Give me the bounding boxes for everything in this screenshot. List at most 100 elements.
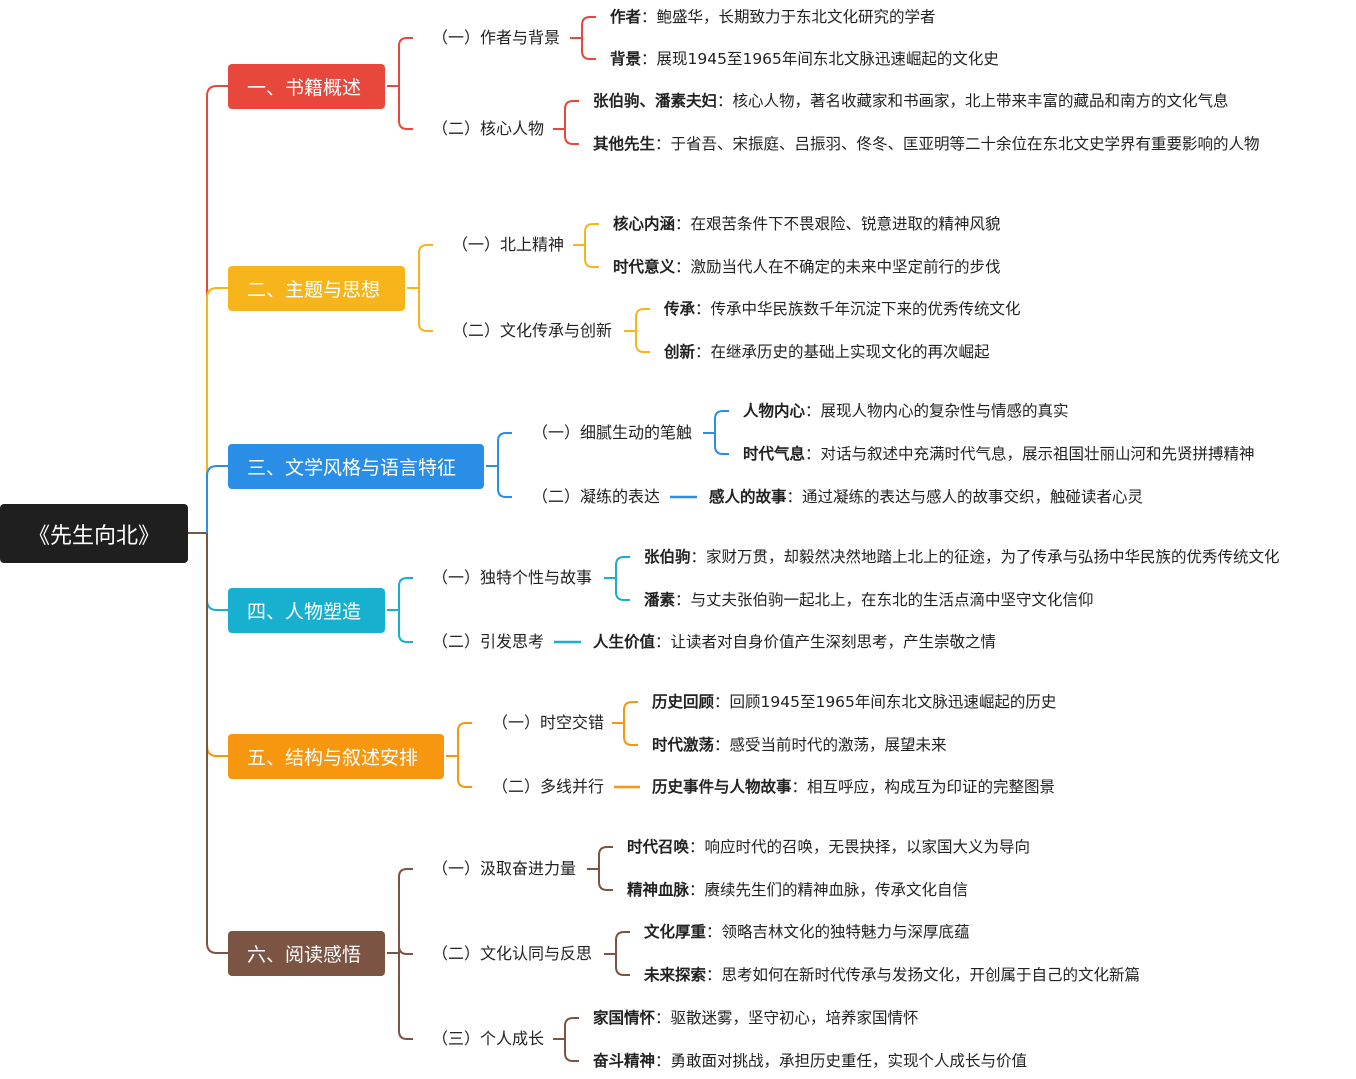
leaf-node-1-1-2[interactable]: 背景：展现1945至1965年间东北文脉迅速崛起的文化史 xyxy=(610,48,1310,70)
sub-1-1-bracket-arm xyxy=(581,38,596,60)
leaf-text: ：传承中华民族数千年沉淀下来的优秀传统文化 xyxy=(695,300,1021,318)
leaf-text: ：让读者对自身价值产生深刻思考，产生崇敬之情 xyxy=(655,633,997,651)
sub-1-2-bracket-arm xyxy=(564,100,579,129)
sub-node-5-1[interactable]: （一）时空交错 xyxy=(492,713,605,732)
sub-node-3-2[interactable]: （二）凝练的表达 xyxy=(532,487,661,506)
sub-3-1-bracket-arm xyxy=(714,433,729,455)
sub-4-1-bracket-arm xyxy=(615,556,630,578)
branch-1-bracket-arm xyxy=(398,86,413,130)
sub-node-1-2[interactable]: （二）核心人物 xyxy=(432,119,545,138)
branch-1-bracket-arm xyxy=(398,37,413,86)
sub-6-3-bracket-arm xyxy=(564,1039,579,1062)
branch-2-bracket-arm xyxy=(418,244,433,288)
leaf-text: ：鲍盛华，长期致力于东北文化研究的学者 xyxy=(641,8,936,26)
branch-3-bracket-arm xyxy=(497,466,512,498)
sub-4-1-bracket-arm xyxy=(615,578,630,601)
sub-6-1-bracket-arm xyxy=(598,846,613,869)
leaf-node-3-2-1[interactable]: 感人的故事：通过凝练的表达与感人的故事交织，触碰读者心灵 xyxy=(709,486,1349,508)
branch-node-1[interactable]: 一、书籍概述 xyxy=(228,64,385,109)
leaf-text: ：思考如何在新时代传承与发扬文化，开创属于自己的文化新篇 xyxy=(706,966,1141,984)
leaf-node-1-2-1[interactable]: 张伯驹、潘素夫妇：核心人物，著名收藏家和书画家，北上带来丰富的藏品和南方的文化气… xyxy=(593,90,1313,112)
sub-5-1-bracket-arm xyxy=(623,701,638,723)
sub-2-1-bracket-arm xyxy=(584,245,599,268)
sub-node-4-2[interactable]: （二）引发思考 xyxy=(432,632,545,651)
leaf-node-5-1-1[interactable]: 历史回顾：回顾1945至1965年间东北文脉迅速崛起的历史 xyxy=(652,691,1350,713)
leaf-key: 人生价值 xyxy=(593,633,656,651)
leaf-node-2-2-1[interactable]: 传承：传承中华民族数千年沉淀下来的优秀传统文化 xyxy=(664,298,1344,320)
leaf-key: 时代激荡 xyxy=(652,736,715,754)
sub-node-3-1[interactable]: （一）细腻生动的笔触 xyxy=(532,423,693,442)
sub-node-6-3[interactable]: （三）个人成长 xyxy=(432,1029,545,1048)
leaf-node-6-1-1[interactable]: 时代召唤：响应时代的召唤，无畏抉择，以家国大义为导向 xyxy=(627,836,1327,858)
leaf-text: ：通过凝练的表达与感人的故事交织，触碰读者心灵 xyxy=(786,488,1144,506)
sub-node-1-1[interactable]: （一）作者与背景 xyxy=(432,28,561,47)
leaf-node-1-2-2[interactable]: 其他先生：于省吾、宋振庭、吕振羽、佟冬、匡亚明等二十余位在东北文史学界有重要影响… xyxy=(593,133,1313,155)
leaf-node-3-1-1[interactable]: 人物内心：展现人物内心的复杂性与情感的真实 xyxy=(743,400,1343,422)
leaf-text: ：在继承历史的基础上实现文化的再次崛起 xyxy=(695,343,990,361)
leaf-key: 历史回顾 xyxy=(652,693,715,711)
leaf-node-4-1-1[interactable]: 张伯驹：家财万贯，却毅然决然地踏上北上的征途，为了传承与弘扬中华民族的优秀传统文… xyxy=(644,546,1350,568)
sub-6-3-bracket-arm xyxy=(564,1017,579,1039)
branch-node-5[interactable]: 五、结构与叙述安排 xyxy=(228,734,444,779)
sub-2-2-bracket-arm xyxy=(635,331,650,353)
leaf-node-2-1-2[interactable]: 时代意义：激励当代人在不确定的未来中坚定前行的步伐 xyxy=(613,256,1313,278)
branch-node-3[interactable]: 三、文学风格与语言特征 xyxy=(228,444,484,489)
leaf-key: 时代召唤 xyxy=(627,838,690,856)
leaf-node-2-1-1[interactable]: 核心内涵：在艰苦条件下不畏艰险、锐意进取的精神风貌 xyxy=(613,213,1313,235)
leaf-key: 时代意义 xyxy=(613,258,676,276)
sub-node-6-2[interactable]: （二）文化认同与反思 xyxy=(432,944,593,963)
leaf-key: 张伯驹 xyxy=(644,548,691,566)
sub-node-6-1[interactable]: （一）汲取奋进力量 xyxy=(432,859,577,878)
leaf-key: 潘素 xyxy=(644,591,676,609)
sub-6-1-bracket-arm xyxy=(598,869,613,891)
leaf-node-6-3-2[interactable]: 奋斗精神：勇敢面对挑战，承担历史重任，实现个人成长与价值 xyxy=(593,1050,1293,1072)
leaf-text: ：赓续先生们的精神血脉，传承文化自信 xyxy=(689,881,969,899)
branch-5-bracket-arm xyxy=(457,756,472,788)
branch-6-bracket-arm xyxy=(398,953,413,1040)
leaf-node-4-1-2[interactable]: 潘素：与丈夫张伯驹一起北上，在东北的生活点滴中坚守文化信仰 xyxy=(644,589,1350,611)
leaf-node-3-1-2[interactable]: 时代气息：对话与叙述中充满时代气息，展示祖国壮丽山河和先贤拼搏精神 xyxy=(743,443,1343,465)
leaf-key: 背景 xyxy=(610,50,642,68)
branch-4-bracket-arm xyxy=(398,610,413,643)
leaf-key: 核心内涵 xyxy=(613,215,676,233)
root-node[interactable]: 《先生向北》 xyxy=(0,504,188,563)
leaf-node-1-1-1[interactable]: 作者：鲍盛华，长期致力于东北文化研究的学者 xyxy=(610,6,1310,28)
branch-node-6[interactable]: 六、阅读感悟 xyxy=(228,931,385,976)
branch-2-bracket-arm xyxy=(418,288,433,332)
leaf-node-5-1-2[interactable]: 时代激荡：感受当前时代的激荡，展望未来 xyxy=(652,734,1350,756)
leaf-text: ：家财万贯，却毅然决然地踏上北上的征途，为了传承与弘扬中华民族的优秀传统文化 xyxy=(690,548,1280,566)
sub-node-2-1[interactable]: （一）北上精神 xyxy=(452,235,565,254)
branch-3-bracket-arm xyxy=(497,432,512,466)
leaf-node-2-2-2[interactable]: 创新：在继承历史的基础上实现文化的再次崛起 xyxy=(664,341,1344,363)
leaf-node-5-2-1[interactable]: 历史事件与人物故事：相互呼应，构成互为印证的完整图景 xyxy=(652,776,1350,798)
leaf-key: 感人的故事 xyxy=(709,488,787,506)
leaf-text: ：展现1945至1965年间东北文脉迅速崛起的文化史 xyxy=(641,50,999,68)
branch-4-bracket-arm xyxy=(398,577,413,610)
leaf-key: 历史事件与人物故事 xyxy=(652,778,792,796)
leaf-node-6-3-1[interactable]: 家国情怀：驱散迷雾，坚守初心，培养家国情怀 xyxy=(593,1007,1293,1029)
sub-node-5-2[interactable]: （二）多线并行 xyxy=(492,777,605,796)
trunk-to-branch-4 xyxy=(206,533,228,611)
leaf-text: ：对话与叙述中充满时代气息，展示祖国壮丽山河和先贤拼搏精神 xyxy=(805,445,1255,463)
sub-node-4-1[interactable]: （一）独特个性与故事 xyxy=(432,568,593,587)
sub-6-2-bracket-arm xyxy=(615,931,630,954)
leaf-node-6-1-2[interactable]: 精神血脉：赓续先生们的精神血脉，传承文化自信 xyxy=(627,879,1327,901)
leaf-text: ：响应时代的召唤，无畏抉择，以家国大义为导向 xyxy=(689,838,1031,856)
sub-node-2-2[interactable]: （二）文化传承与创新 xyxy=(452,321,613,340)
leaf-text: ：在艰苦条件下不畏艰险、锐意进取的精神风貌 xyxy=(675,215,1001,233)
leaf-key: 其他先生 xyxy=(593,135,656,153)
leaf-node-6-2-2[interactable]: 未来探索：思考如何在新时代传承与发扬文化，开创属于自己的文化新篇 xyxy=(644,964,1344,986)
trunk-to-branch-2 xyxy=(206,287,228,533)
leaf-text: ：核心人物，著名收藏家和书画家，北上带来丰富的藏品和南方的文化气息 xyxy=(717,92,1229,110)
leaf-node-6-2-1[interactable]: 文化厚重：领略吉林文化的独特魅力与深厚底蕴 xyxy=(644,921,1344,943)
trunk-to-branch-1 xyxy=(206,85,228,533)
leaf-text: ：回顾1945至1965年间东北文脉迅速崛起的历史 xyxy=(714,693,1057,711)
leaf-key: 奋斗精神 xyxy=(593,1052,656,1070)
leaf-text: ：相互呼应，构成互为印证的完整图景 xyxy=(791,778,1056,796)
leaf-key: 时代气息 xyxy=(743,445,806,463)
branch-node-4[interactable]: 四、人物塑造 xyxy=(228,588,385,633)
sub-6-2-bracket-arm xyxy=(615,954,630,976)
leaf-text: ：领略吉林文化的独特魅力与深厚底蕴 xyxy=(706,923,970,941)
branch-node-2[interactable]: 二、主题与思想 xyxy=(228,266,405,311)
leaf-node-4-2-1[interactable]: 人生价值：让读者对自身价值产生深刻思考，产生崇敬之情 xyxy=(593,631,1293,653)
